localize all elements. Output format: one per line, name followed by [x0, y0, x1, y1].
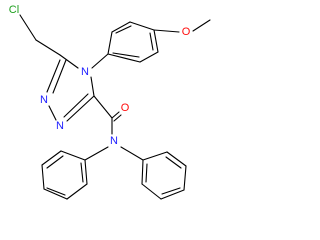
- bond-line: [153, 29, 180, 33]
- bond-line: [52, 59, 67, 94]
- carbonyl-oxygen-label: O: [121, 102, 130, 114]
- bond-line: [84, 159, 88, 185]
- bond-line: [149, 32, 154, 51]
- bond-line: [113, 114, 122, 122]
- bond-line: [46, 59, 61, 93]
- bond-line: [93, 95, 113, 119]
- methoxy-oxygen-label: O: [182, 26, 191, 38]
- bond-line: [166, 151, 187, 167]
- bond-line: [141, 183, 162, 200]
- ring-nitrogen-4-label: N: [81, 66, 89, 78]
- bond-line: [80, 162, 84, 183]
- bond-line: [115, 25, 132, 34]
- chemical-structure: Cl O O N N N N: [9, 4, 211, 200]
- bond-line: [142, 151, 168, 161]
- bond-line: [84, 146, 109, 161]
- bond-line: [59, 54, 79, 69]
- bond-line: [129, 21, 155, 31]
- bond-line: [19, 14, 37, 41]
- bond-line: [35, 39, 61, 56]
- bond-line: [107, 53, 141, 63]
- bond-line: [165, 156, 182, 169]
- bond-line: [153, 29, 159, 53]
- bond-line: [112, 52, 140, 58]
- atom-labels: Cl O O N N N N: [9, 4, 191, 147]
- bond-line: [43, 188, 68, 200]
- bond-line: [46, 187, 66, 196]
- bond-line: [111, 111, 120, 119]
- ring-nitrogen-1-label: N: [40, 94, 48, 106]
- bond-line: [41, 150, 62, 166]
- bond-line: [90, 76, 95, 97]
- bond-line: [66, 95, 95, 122]
- bond-line: [63, 93, 89, 118]
- bond-line: [66, 183, 88, 200]
- chlorine-label: Cl: [9, 4, 19, 16]
- bond-line: [107, 31, 113, 55]
- bond-line: [161, 187, 181, 195]
- bond-line: [120, 146, 144, 161]
- bond-line: [139, 51, 159, 63]
- bond-line: [145, 163, 148, 183]
- amide-nitrogen-label: N: [110, 135, 118, 147]
- bond-line: [60, 150, 86, 161]
- bond-line: [91, 53, 109, 69]
- bond-line: [141, 159, 144, 185]
- bond-line: [160, 189, 185, 200]
- bond-line: [192, 19, 211, 32]
- bond-line: [111, 21, 131, 33]
- bond-line: [48, 105, 57, 121]
- bond-line: [183, 165, 187, 191]
- bond-lines: [19, 14, 211, 200]
- ring-nitrogen-2-label: N: [56, 120, 64, 132]
- bond-line: [46, 155, 64, 169]
- bond-line: [41, 164, 45, 190]
